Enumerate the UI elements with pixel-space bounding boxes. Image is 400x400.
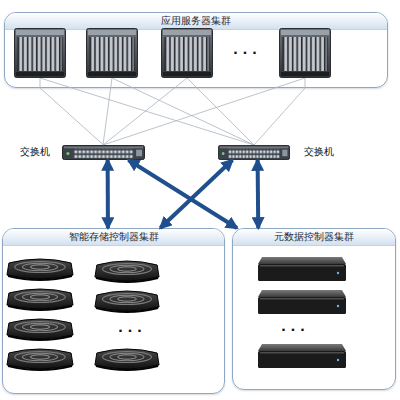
switch-label: 交换机 (20, 146, 50, 158)
data-arrow (106, 160, 110, 228)
cluster-box: 应用服务器集群 (4, 12, 388, 88)
switch-node: 交换机 (218, 145, 290, 160)
storage-controller-icons (7, 259, 159, 371)
switch-icons (62, 145, 289, 159)
link-line (254, 88, 305, 145)
link-line (40, 88, 103, 145)
data-arrow (256, 160, 261, 228)
data-arrow (160, 160, 232, 228)
ellipsis-label: · · · (281, 322, 305, 337)
cluster-title: 元数据控制器集群 (233, 229, 395, 246)
cluster-box: 智能存储控制器集群 (2, 228, 225, 394)
data-arrow (128, 160, 237, 228)
server-icons (15, 29, 331, 78)
switch-node: 交换机 (62, 145, 145, 160)
ellipsis-label: · · · (233, 45, 257, 60)
cluster-title: 应用服务器集群 (5, 13, 387, 30)
cluster-box: 元数据控制器集群 (232, 228, 396, 390)
cluster-title: 智能存储控制器集群 (3, 229, 224, 246)
metadata-controller-icons (258, 257, 346, 368)
ellipsis-label: · · · (118, 323, 142, 338)
server-fan-lines (40, 78, 305, 145)
switch-label: 交换机 (304, 146, 334, 158)
